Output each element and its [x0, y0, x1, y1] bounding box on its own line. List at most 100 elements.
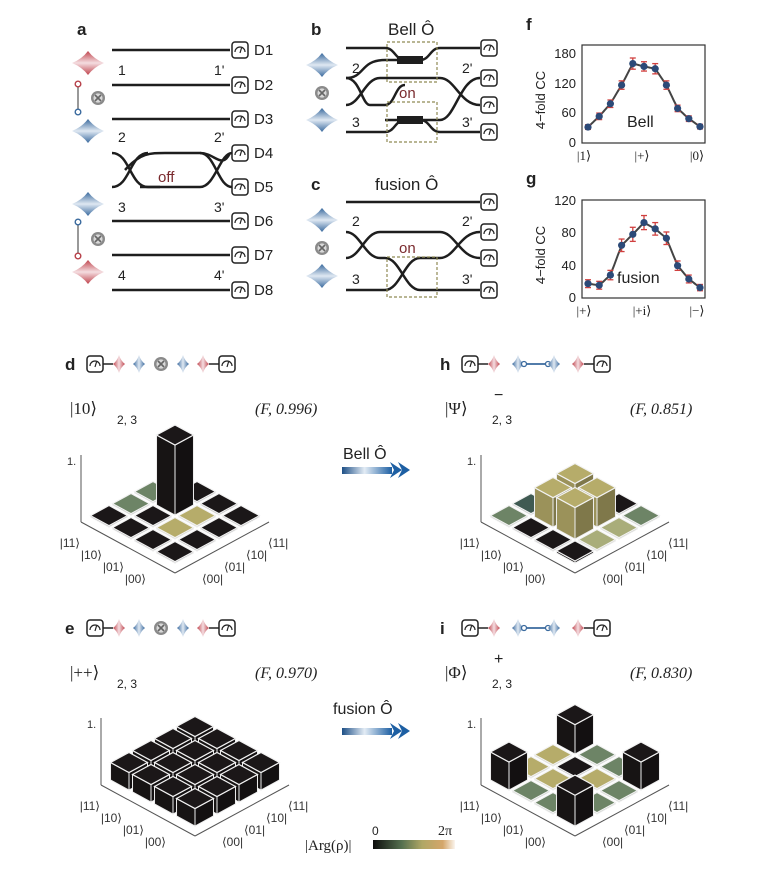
x-tick-labels-g: |+⟩ |+i⟩ |−⟩ — [576, 303, 704, 318]
matrix-bar — [511, 516, 551, 539]
col-axis-label: ⟨10| — [646, 811, 667, 825]
panel-c: c fusion Ô on 2 3 2' 3' — [306, 175, 498, 299]
svg-text:2, 3: 2, 3 — [117, 413, 137, 427]
svg-text:80: 80 — [562, 225, 576, 240]
matrix-bar — [489, 504, 529, 527]
col-axis-label: ⟨00| — [602, 835, 623, 849]
matrix-bar — [153, 727, 193, 750]
detectors-c — [480, 193, 498, 299]
state-label: |Φ⟩ — [445, 663, 467, 682]
data-point — [606, 271, 615, 279]
col-axis-label: ⟨10| — [266, 811, 287, 825]
waveguides-a — [111, 48, 233, 292]
svg-text:2: 2 — [352, 213, 360, 229]
y-axis-label-g: 4−fold CC — [533, 226, 548, 284]
svg-text:D6: D6 — [254, 213, 273, 230]
plot-frame-g — [581, 199, 706, 299]
data-point — [685, 275, 693, 283]
matrix-bar — [175, 763, 215, 786]
density-matrix-d: d|10⟩2, 3(F, 0.996)1.|00⟩⟨00||01⟩⟨01||10… — [60, 355, 317, 586]
svg-text:3': 3' — [462, 271, 472, 287]
svg-text:60: 60 — [562, 105, 576, 120]
density-matrix-e: e|++⟩2, 3(F, 0.970)1.|00⟩⟨00||01⟩⟨01||10… — [65, 619, 317, 849]
detector-icon — [461, 355, 479, 373]
col-axis-label: ⟨11| — [268, 536, 288, 550]
data-point — [662, 234, 671, 242]
detector-icon — [593, 355, 611, 373]
matrix-bar — [219, 763, 259, 786]
svg-text:|0⟩: |0⟩ — [690, 148, 704, 163]
svg-text:2: 2 — [352, 60, 360, 76]
plot-frame-f — [581, 44, 706, 144]
svg-text:2: 2 — [118, 129, 126, 145]
row-axis-label: |10⟩ — [481, 811, 502, 825]
svg-text:2, 3: 2, 3 — [492, 413, 512, 427]
matrix-bar — [155, 424, 195, 446]
y-axis-label-f: 4−fold CC — [533, 71, 548, 129]
matrix-bar — [155, 516, 195, 539]
matrix-bar — [221, 504, 261, 527]
matrix-bar — [577, 743, 617, 766]
matrix-bar — [133, 528, 173, 551]
matrix-bar — [555, 462, 595, 485]
svg-text:|−⟩: |−⟩ — [689, 303, 704, 318]
row-axis-label: |10⟩ — [101, 811, 122, 825]
data-point — [629, 60, 637, 68]
bell-arrow-label: Bell Ô — [343, 444, 387, 463]
svg-text:D2: D2 — [254, 77, 273, 94]
svg-text:2, 3: 2, 3 — [117, 677, 137, 691]
panel-letter-h: h — [440, 355, 450, 374]
data-point — [662, 81, 671, 89]
fidelity-label: (F, 0.830) — [630, 665, 692, 682]
col-axis-label: ⟨01| — [244, 823, 265, 837]
data-point — [629, 230, 637, 238]
svg-text:4': 4' — [214, 267, 224, 283]
detector-icon — [461, 619, 479, 637]
detector-icon — [218, 619, 236, 637]
colorbar-gradient — [373, 840, 455, 849]
data-point — [651, 225, 659, 233]
col-axis-label: ⟨10| — [246, 548, 267, 562]
svg-text:40: 40 — [562, 258, 576, 273]
matrix-bar — [153, 751, 193, 774]
row-axis-label: |11⟩ — [60, 536, 80, 550]
colorbar-min: 0 — [372, 824, 379, 838]
data-point — [696, 284, 704, 292]
matrix-bar — [197, 751, 237, 774]
matrix-bar — [111, 492, 151, 515]
row-axis-label: |10⟩ — [81, 548, 102, 562]
photon-sources-b — [306, 53, 338, 132]
matrix-bar — [577, 528, 617, 551]
matrix-bar — [555, 774, 595, 796]
tensor-product-icon — [153, 356, 169, 372]
svg-text:120: 120 — [554, 193, 576, 208]
matrix-bar — [621, 741, 661, 763]
svg-text:+: + — [494, 651, 503, 668]
fusion-arrow-label: fusion Ô — [333, 699, 393, 718]
svg-text:3: 3 — [352, 114, 360, 130]
svg-text:120: 120 — [554, 76, 576, 91]
col-axis-label: ⟨01| — [224, 560, 245, 574]
annotation-fusion: fusion — [617, 270, 660, 287]
data-point — [685, 115, 693, 123]
matrix-bar — [177, 504, 217, 527]
data-point — [640, 62, 648, 70]
matrix-bar — [131, 739, 171, 762]
matrix-bar — [175, 739, 215, 762]
svg-text:|+i⟩: |+i⟩ — [633, 303, 652, 318]
fidelity-label: (F, 0.851) — [630, 401, 692, 418]
col-axis-label: ⟨00| — [602, 572, 623, 586]
svg-text:D8: D8 — [254, 282, 273, 299]
x-tick-labels-f: |1⟩ |+⟩ |0⟩ — [577, 148, 704, 163]
data-point — [640, 218, 648, 227]
svg-text:3: 3 — [352, 271, 360, 287]
row-axis-label: |01⟩ — [123, 823, 144, 837]
matrix-bar — [621, 504, 661, 527]
svg-text:1.: 1. — [87, 719, 96, 731]
data-point — [584, 280, 592, 288]
matrix-bar — [175, 715, 215, 738]
data-point — [696, 123, 704, 131]
panel-letter-g: g — [526, 169, 536, 188]
fusion-switch-box — [386, 256, 438, 298]
